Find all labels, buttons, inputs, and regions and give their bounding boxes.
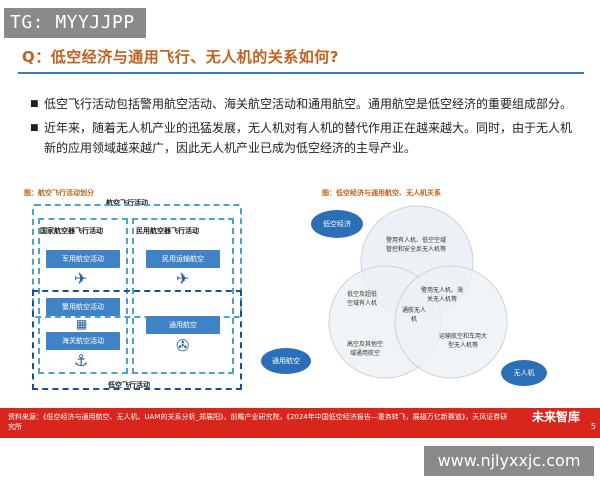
helicopter-icon: ✇ [176,336,190,355]
venn-text-low-manned: 低空及超低空域有人机 [346,291,377,307]
title-divider [18,72,584,74]
venn-text-transport: 运输航空和车用大型无人机等 [438,333,487,349]
upper-dashed-box [32,204,242,318]
state-aircraft-box [38,218,128,374]
left-figure-caption: 图：航空飞行活动划分 [24,189,94,197]
bullet-item: ■ 近年来，随着无人机产业的迅猛发展，无人机对有人机的替代作用正在越来越大。同时… [30,118,580,158]
bullet-text: 近年来，随着无人机产业的迅猛发展，无人机对有人机的替代作用正在越来越大。同时，由… [44,121,573,155]
bullet-item: ■ 低空飞行活动包括警用航空活动、海关航空活动和通用航空。通用航空是低空经济的重… [30,94,580,114]
airliner-icon: ✈ [176,269,190,288]
url-watermark: www.njlyxxjc.com [424,446,594,476]
military-aviation-pill: 军用航空活动 [46,250,120,268]
venn-text-police-uav: 警用无人机、海关无人机等 [421,287,464,303]
diagram-top-label: 航空飞行活动 [106,199,148,207]
bullet-list: ■ 低空飞行活动包括警用航空活动、海关航空活动和通用航空。通用航空是低空经济的重… [30,94,580,162]
tg-watermark: TG: MYYJJPP [4,8,146,38]
source-footer: 资料来源：《低空经济与通用航空、无人机、UAM的关系分析_郑展阳》，前瞻产业研究… [0,408,600,438]
brand-logo: 未来智库 [531,410,580,424]
police-aviation-pill: 警用航空活动 [46,298,120,316]
anchor-icon: ⚓ [74,351,89,370]
square-bullet-icon: ■ [30,123,39,133]
uav-circle [394,265,508,379]
civil-aircraft-label: 民用航空器飞行活动 [136,227,199,235]
venn-text-high-altitude: 高空及其他空域通用航空 [346,341,383,357]
venn-text-general-uav: 通航无人机 [401,307,426,323]
venn-diagram: 低空经济 通用航空 无人机 警用有人机、低空空域管控和安全反无人机等 低空及超低… [261,196,595,406]
police-building-icon: ▦ [76,317,88,331]
low-altitude-label: 低空飞行活动 [108,381,150,389]
low-economy-cloud-icon: 低空经济 [311,210,363,238]
venn-circles [328,205,508,379]
low-altitude-box [32,290,242,390]
page-number: 5 [590,422,596,431]
civil-aircraft-box [132,218,234,374]
right-figure-caption: 图：低空经济与通用航空、无人机关系 [322,189,441,197]
military-plane-icon: ✈ [74,269,88,288]
uav-cloud-icon: 无人机 [501,360,547,386]
square-bullet-icon: ■ [30,99,39,109]
source-text: 资料来源：《低空经济与通用航空、无人机、UAM的关系分析_郑展阳》，前瞻产业研究… [8,413,508,431]
flight-activity-diagram: 航空飞行活动 国家航空器飞行活动 民用航空器飞行活动 军用航空活动 ✈ 民用运输… [18,196,296,406]
civil-transport-pill: 民用运输航空 [146,250,220,268]
general-aviation-cloud-icon: 通用航空 [261,348,311,374]
venn-text-police-manned: 警用有人机、低空空域管控和安全反无人机等 [385,237,446,253]
bullet-text: 低空飞行活动包括警用航空活动、海关航空活动和通用航空。通用航空是低空经济的重要组… [44,97,573,111]
page-title: Q：低空经济与通用飞行、无人机的关系如何? [22,48,339,66]
state-aircraft-label: 国家航空器飞行活动 [40,227,103,235]
general-aviation-pill: 通用航空 [146,316,220,334]
customs-aviation-pill: 海关航空活动 [46,332,120,350]
